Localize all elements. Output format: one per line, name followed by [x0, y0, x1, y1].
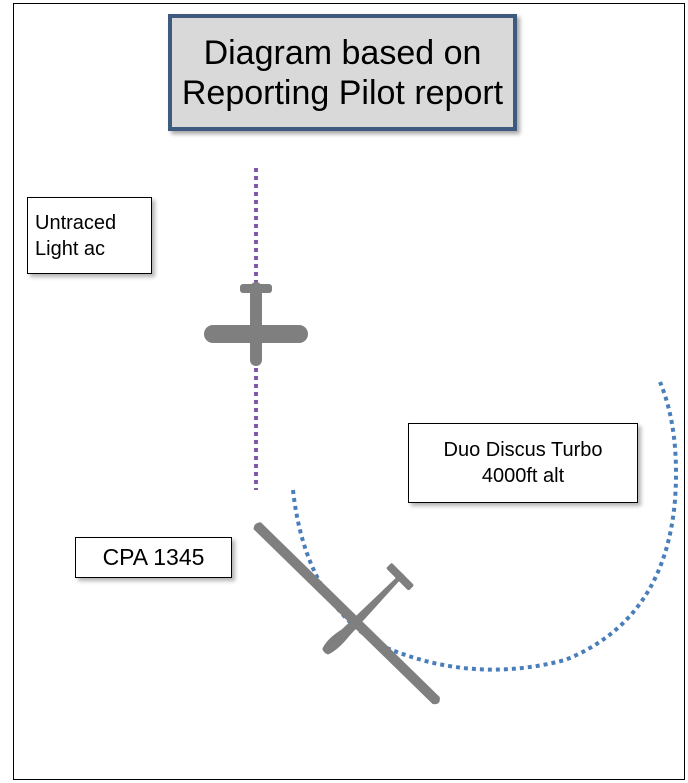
untraced-label-line1: Untraced: [35, 211, 117, 234]
glider-icon: [253, 522, 440, 705]
diagram-title-box: Diagram based on Reporting Pilot report: [168, 14, 517, 131]
diagram-title-line2: Reporting Pilot report: [181, 73, 504, 112]
light-aircraft-icon: [204, 282, 308, 366]
diagram-title-line1: Diagram based on: [203, 33, 482, 72]
cpa-label: CPA 1345: [75, 537, 232, 578]
glider-label: Duo Discus Turbo 4000ft alt: [408, 423, 638, 503]
diagram-frame: [13, 3, 685, 780]
glider-label-line2: 4000ft alt: [481, 465, 565, 487]
untraced-light-ac-label: Untraced Light ac: [27, 197, 152, 274]
untraced-label-line2: Light ac: [35, 237, 106, 260]
cpa-label-text: CPA 1345: [102, 544, 205, 570]
glider-label-line1: Duo Discus Turbo: [443, 439, 603, 461]
